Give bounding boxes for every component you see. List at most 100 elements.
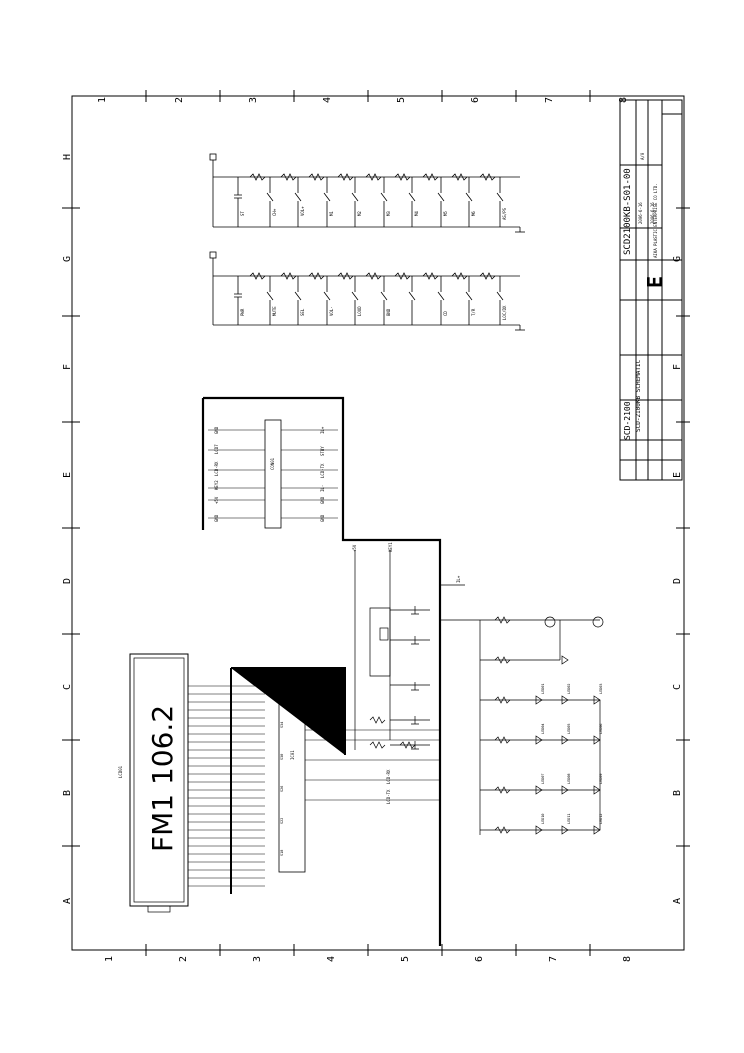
- led-label: LED07: [541, 773, 545, 784]
- ic-pin-label: LCD3: [324, 708, 329, 718]
- row-label: A: [62, 898, 73, 904]
- connector-left-pins: GND LCD7 LCD-RX KEY2 +5V GND: [214, 426, 219, 522]
- row-label: F: [62, 364, 73, 370]
- pin-label: GND: [214, 514, 219, 522]
- row-label: B: [62, 790, 73, 796]
- key-label: ST: [240, 211, 245, 216]
- lcd-panel: [129, 653, 189, 913]
- net-label-key: KEY1: [388, 542, 393, 552]
- lcd-display-text: FM1 106.2: [146, 705, 179, 852]
- ic-pin-label: S30: [280, 754, 284, 760]
- key-label: PWR: [240, 308, 245, 316]
- row-label: C: [62, 684, 73, 690]
- pin-label: GND: [320, 514, 325, 522]
- net-label-plus5v: +5V: [352, 544, 357, 552]
- row-label: G: [672, 256, 683, 262]
- model-name: SCD-2100: [623, 401, 632, 440]
- ic-pin-label: LCD1: [324, 688, 329, 698]
- connector-right-pins: IL+ STBY LCD-TX IL- GND GND: [320, 426, 325, 522]
- led-label: LED04: [541, 723, 545, 734]
- date-1: 2006-6-16: [638, 202, 643, 224]
- key-label: M5: [443, 211, 448, 216]
- pin-label: GND: [320, 496, 325, 504]
- frame-border: [71, 95, 685, 951]
- lcd-label: LCD01: [118, 765, 123, 778]
- row-label: C: [672, 684, 683, 690]
- key-label: AS/PS: [502, 207, 507, 220]
- row-label: E: [672, 472, 683, 478]
- led-label: LED10: [541, 813, 545, 824]
- ic-right-pins: LCD1 LCD2 LCD3: [324, 688, 329, 718]
- pin-label: LCD-TX: [320, 463, 325, 478]
- lcd-bus-lines: [188, 667, 346, 894]
- title-block: [619, 99, 683, 481]
- col-label: 2: [174, 97, 185, 103]
- col-label: 3: [252, 956, 263, 962]
- col-label: 3: [248, 97, 259, 103]
- ic-pin-label: S22: [280, 818, 284, 824]
- ic-pin-label: S38: [280, 690, 284, 696]
- row-label: F: [672, 364, 683, 370]
- col-label: 1: [104, 956, 115, 962]
- key-matrix-row-1: [209, 153, 525, 233]
- led-label: LED01: [541, 683, 545, 694]
- right-row-labels: G F E D C B A: [672, 256, 683, 904]
- key-label: M4: [414, 211, 419, 216]
- ic-pin-label: S34: [280, 722, 284, 728]
- top-column-labels: 1 2 3 4 5 6 7 8: [97, 97, 629, 103]
- row-label: A: [672, 898, 683, 904]
- key-label: CH+: [272, 208, 277, 216]
- key-label: M6: [471, 211, 476, 216]
- key-label: VOL+: [300, 206, 305, 216]
- drawing-number: SCD2100KB-S01-00: [623, 168, 633, 255]
- pin-label: LCD-RX: [214, 461, 219, 476]
- pin-label: LCD7: [214, 444, 219, 454]
- col-label: 1: [97, 97, 108, 103]
- col-label: 7: [544, 97, 555, 103]
- led-label: LED05: [567, 723, 571, 734]
- key-label: MUTE: [272, 306, 277, 316]
- logo-letter: E: [643, 276, 667, 288]
- pin-label: IL-: [320, 485, 325, 492]
- led-label: LED09: [599, 773, 603, 784]
- net-label-il-plus: IL+: [456, 575, 461, 583]
- pin-label: GND: [214, 426, 219, 434]
- led-label: LED08: [567, 773, 571, 784]
- ic-seg-pins: S38 S34 S30 S26 S22 S18: [280, 690, 284, 856]
- key-label: M2: [357, 211, 362, 216]
- power-section: [354, 550, 430, 750]
- row-label: D: [672, 578, 683, 584]
- frame-ticks: [62, 90, 690, 956]
- key-labels-row-1: ST CH+ VOL+ M1 M2 M3 M4 M5 M6 AS/PS: [240, 206, 507, 220]
- ic-pin-label: LCD2: [324, 698, 329, 708]
- key-label: LOC/DX: [502, 305, 507, 320]
- pin-label: IL+: [320, 426, 325, 434]
- key-matrix-row-2: [209, 251, 525, 331]
- col-label: 8: [622, 956, 633, 962]
- pin-label: STBY: [320, 446, 325, 456]
- led-label: LED06: [599, 723, 603, 734]
- col-label: 2: [178, 956, 189, 962]
- col-label: 4: [326, 956, 337, 962]
- col-label: 5: [396, 97, 407, 103]
- rev-label: A/0: [640, 152, 645, 160]
- pin-label: +5V: [214, 496, 219, 504]
- key-label: SEL: [300, 308, 305, 316]
- led-label: LED11: [567, 813, 571, 824]
- col-label: 6: [474, 956, 485, 962]
- led-label: LED02: [567, 683, 571, 694]
- row-label: B: [672, 790, 683, 796]
- net-label-lcd-rx: LCD-RX: [386, 769, 391, 784]
- col-label: 5: [400, 956, 411, 962]
- col-label: 7: [548, 956, 559, 962]
- ic-name: IC01: [290, 750, 295, 760]
- row-label: G: [62, 256, 73, 262]
- key-labels-row-2: PWR MUTE SEL VOL- LOUD BND CD T/R LOC/DX: [240, 305, 507, 320]
- schematic-title: SCD-2100KB SCHEMATIC: [635, 359, 642, 432]
- led-label: LED03: [599, 683, 603, 694]
- key-label: T/R: [471, 308, 476, 316]
- ic-chip: [278, 685, 440, 873]
- led-array: [440, 584, 604, 835]
- company-name: AIKA PLASTIC ENTERPRISE CO LTD.: [653, 183, 658, 258]
